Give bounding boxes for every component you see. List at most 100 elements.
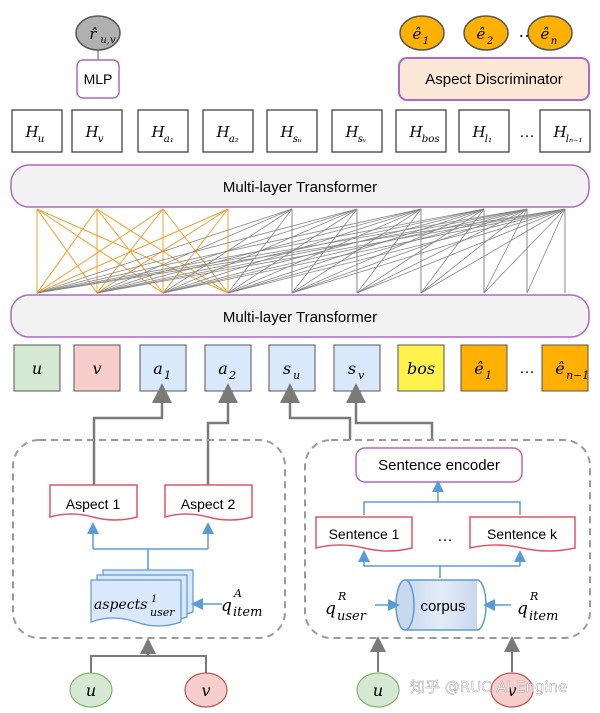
attention-edge-gray [356,208,485,294]
token-text: H [344,123,359,141]
svg-text:Sentence 1: Sentence 1 [329,526,400,542]
sentence-k-doc: Sentence k [469,516,576,552]
token-subscript: 1 [423,36,429,47]
hidden-state-box [266,109,318,153]
right-user-item-inputs: u v [356,636,534,708]
token-text: u [32,359,42,378]
user-node-left [69,672,113,708]
token-subscript: 1 [485,369,492,382]
svg-text:u: u [373,681,383,700]
token-subscript: v [358,369,365,382]
token-text: ê [541,25,550,43]
svg-text:item: item [529,609,558,624]
attention-connections [36,208,566,294]
svg-text:Aspect 1: Aspect 1 [66,496,121,512]
attention-edge-gray [96,208,358,294]
svg-text:Aspect 2: Aspect 2 [181,496,236,512]
token-subscript: a₂ [229,134,239,145]
token-subscript: 2 [486,36,493,47]
transformer-top: Multi-layer Transformer [10,164,590,208]
aspect-output-node [399,15,445,51]
input-token-box [139,344,187,392]
aspect-output-node [527,15,573,51]
attention-edge-gray [162,208,528,294]
token-text: H [552,123,567,141]
sentence-1-doc: Sentence 1 [315,516,413,552]
token-text: H [408,123,423,141]
q-item-aspect: q A item [221,587,262,620]
token-subscript: v [98,134,104,145]
svg-text:Aspect Discriminator: Aspect Discriminator [425,71,563,88]
token-subscript: u [293,369,300,382]
token-subscript: bos [422,134,440,145]
aspect-1-doc: Aspect 1 [49,484,138,521]
attention-edge-orange [36,208,229,294]
attention-edge-gray [526,208,566,294]
token-text: H [84,123,99,141]
attention-edge-gray [36,208,293,294]
attention-edge-orange [36,208,164,294]
attention-edge-gray [227,208,566,294]
svg-text:aspects: aspects [94,597,147,613]
attention-edge-gray [162,208,485,294]
input-token-box [13,344,61,392]
token-text: H [471,123,486,141]
token-text: ê [413,25,422,43]
input-token-box [268,344,316,392]
svg-text:r̂: r̂ [89,25,97,43]
token-text: a [153,359,163,378]
input-token-6: bos [397,344,445,392]
token-text: ê [474,359,483,378]
svg-text:R: R [529,590,538,603]
token-text: ê [477,25,486,43]
input-token-box [73,344,121,392]
attention-edge-gray [96,208,566,294]
token-subscript: sᵥ [358,134,367,145]
token-text: v [92,359,101,378]
token-subscript: n [551,36,558,47]
token-text: H [24,123,39,141]
svg-text:q: q [517,599,528,619]
token-subscript: lₙ₋₁ [566,134,583,145]
input-token-1: v [73,344,121,392]
input-ellipsis: … [519,360,535,377]
svg-text:A: A [233,587,242,600]
hidden-ellipsis: … [519,124,535,141]
aspect-2-doc: Aspect 2 [164,484,253,521]
attention-edge-orange [96,208,164,294]
attention-edge-gray [483,208,566,294]
rating-output: r̂ u,v [75,15,121,51]
hidden-state-box [11,109,63,153]
input-token-8: … [519,360,535,377]
svg-text:v: v [201,681,210,700]
svg-text:item: item [233,605,262,620]
svg-text:Multi-layer Transformer: Multi-layer Transformer [223,179,377,196]
token-subscript: n−1 [566,369,589,382]
hidden-state-8: … [519,124,535,141]
sentence-retrieval-module: Sentence encoder Sentence 1 … Sentence k… [304,439,591,639]
aspects-user-docs: aspects 1 user [90,569,194,627]
svg-text:Sentence k: Sentence k [487,526,558,542]
hidden-state-box [395,109,447,153]
attention-edge-gray [356,208,566,294]
token-subscript: sᵤ [293,134,302,145]
hidden-state-box [202,109,254,153]
token-text: H [215,123,230,141]
token-subscript: l₁ [485,134,492,145]
attention-edge-gray [420,208,485,294]
svg-text:Multi-layer Transformer: Multi-layer Transformer [223,309,377,326]
token-subscript: 1 [164,369,171,382]
token-text: bos [407,359,435,378]
